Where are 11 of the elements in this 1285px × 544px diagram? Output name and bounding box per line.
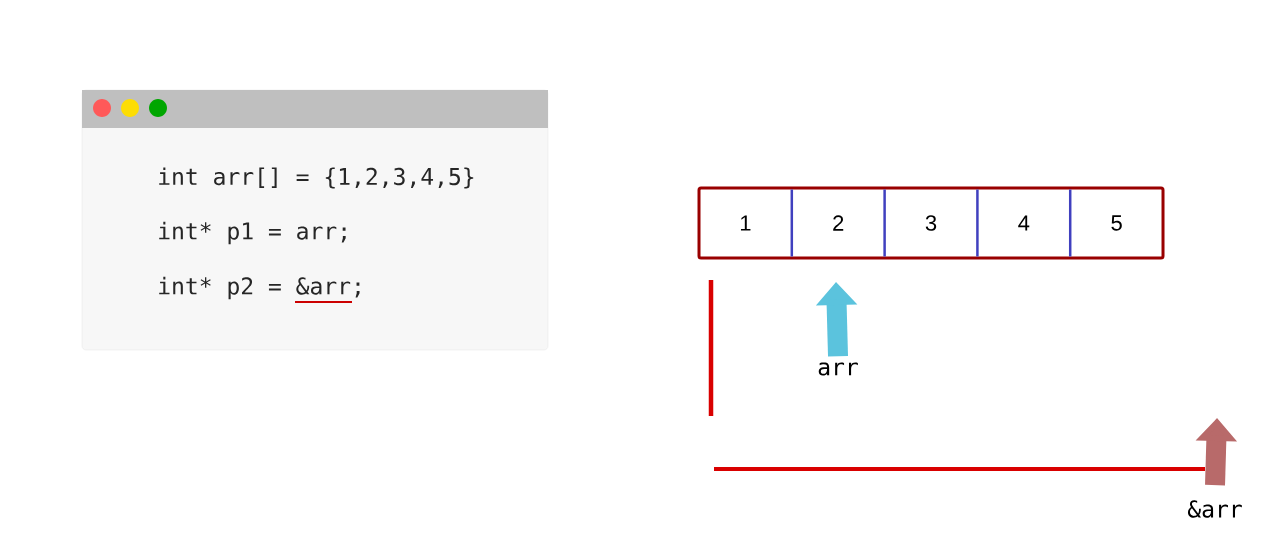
array-cell: 5 [1111, 215, 1122, 231]
array-box [697, 186, 1165, 260]
code-line: int* p2 = &arr; [159, 276, 360, 300]
code-line: int* p1 = arr; [159, 221, 346, 245]
array-cell: 2 [833, 215, 844, 231]
array-cell: 3 [925, 215, 937, 231]
pointer-label: &arr [1187, 500, 1242, 518]
array-cell: 1 [740, 215, 751, 231]
array-cell: 4 [1018, 215, 1030, 231]
pointer-label: arr [818, 362, 858, 376]
code-line: int arr[] = {1,2,3,4,5} [159, 167, 474, 189]
